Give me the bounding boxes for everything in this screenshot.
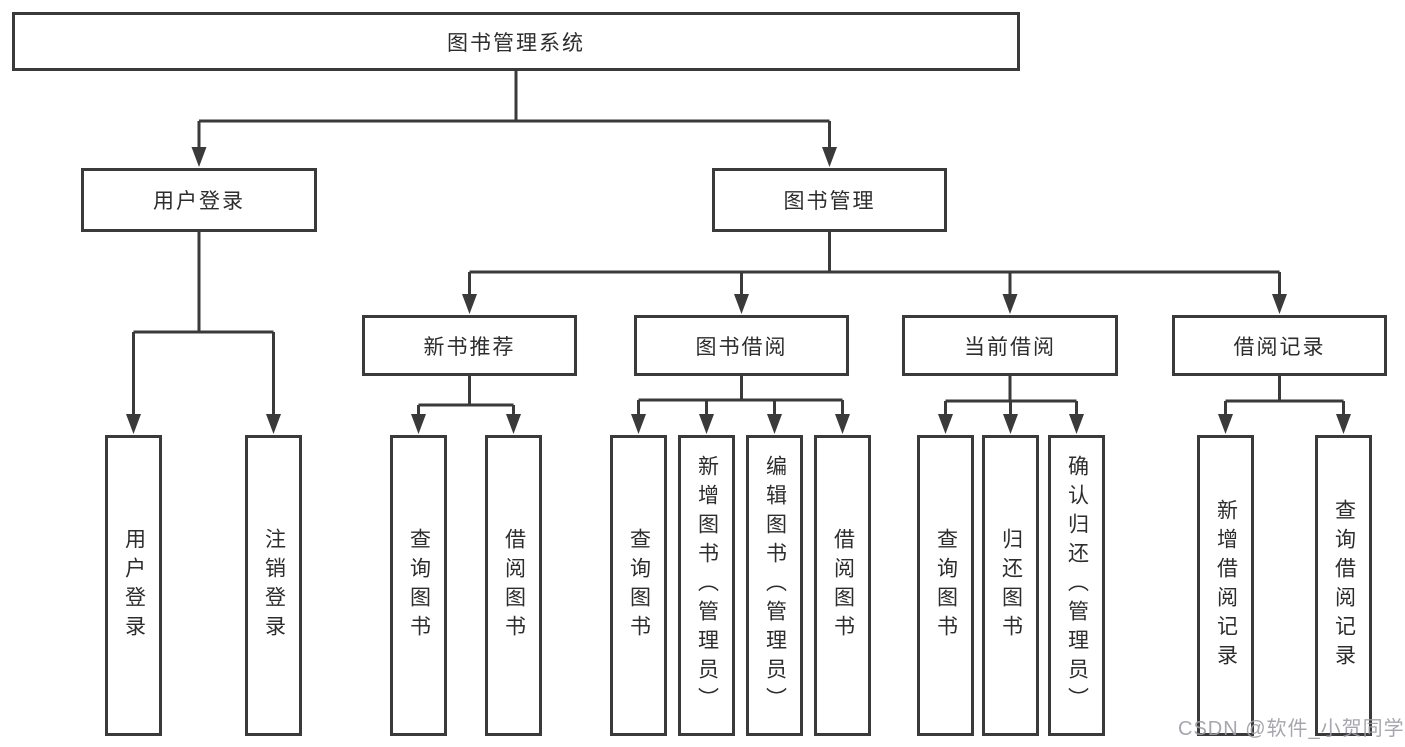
node-current-borrowing: 当前借阅 (902, 315, 1118, 376)
leaf-user-login: 用户登录 (105, 435, 162, 736)
leaf-add-borrow-record: 新增借阅记录 (1197, 435, 1254, 736)
leaf-add-books-admin: 新增图书（管理员） (678, 435, 735, 736)
leaf-query-books-borrowing: 查询图书 (610, 435, 667, 736)
leaf-borrow-books-recommend: 借阅图书 (485, 435, 542, 736)
leaf-return-books: 归还图书 (982, 435, 1039, 736)
node-book-management: 图书管理 (712, 168, 947, 232)
node-user-login-group: 用户登录 (81, 168, 317, 232)
leaf-query-borrow-record: 查询借阅记录 (1315, 435, 1372, 736)
leaf-edit-books-admin: 编辑图书（管理员） (746, 435, 803, 736)
leaf-query-books-recommend: 查询图书 (390, 435, 447, 736)
node-new-book-recommendation: 新书推荐 (362, 315, 577, 376)
node-root: 图书管理系统 (12, 12, 1020, 71)
csdn-watermark: CSDN @软件_小贺同学 (1178, 718, 1405, 740)
node-book-borrowing: 图书借阅 (634, 315, 849, 376)
leaf-confirm-return-admin: 确认归还（管理员） (1048, 435, 1105, 736)
leaf-logout: 注销登录 (245, 435, 302, 736)
leaf-query-books-current: 查询图书 (917, 435, 974, 736)
node-borrowing-records: 借阅记录 (1172, 315, 1387, 376)
leaf-borrow-books-borrowing: 借阅图书 (814, 435, 871, 736)
